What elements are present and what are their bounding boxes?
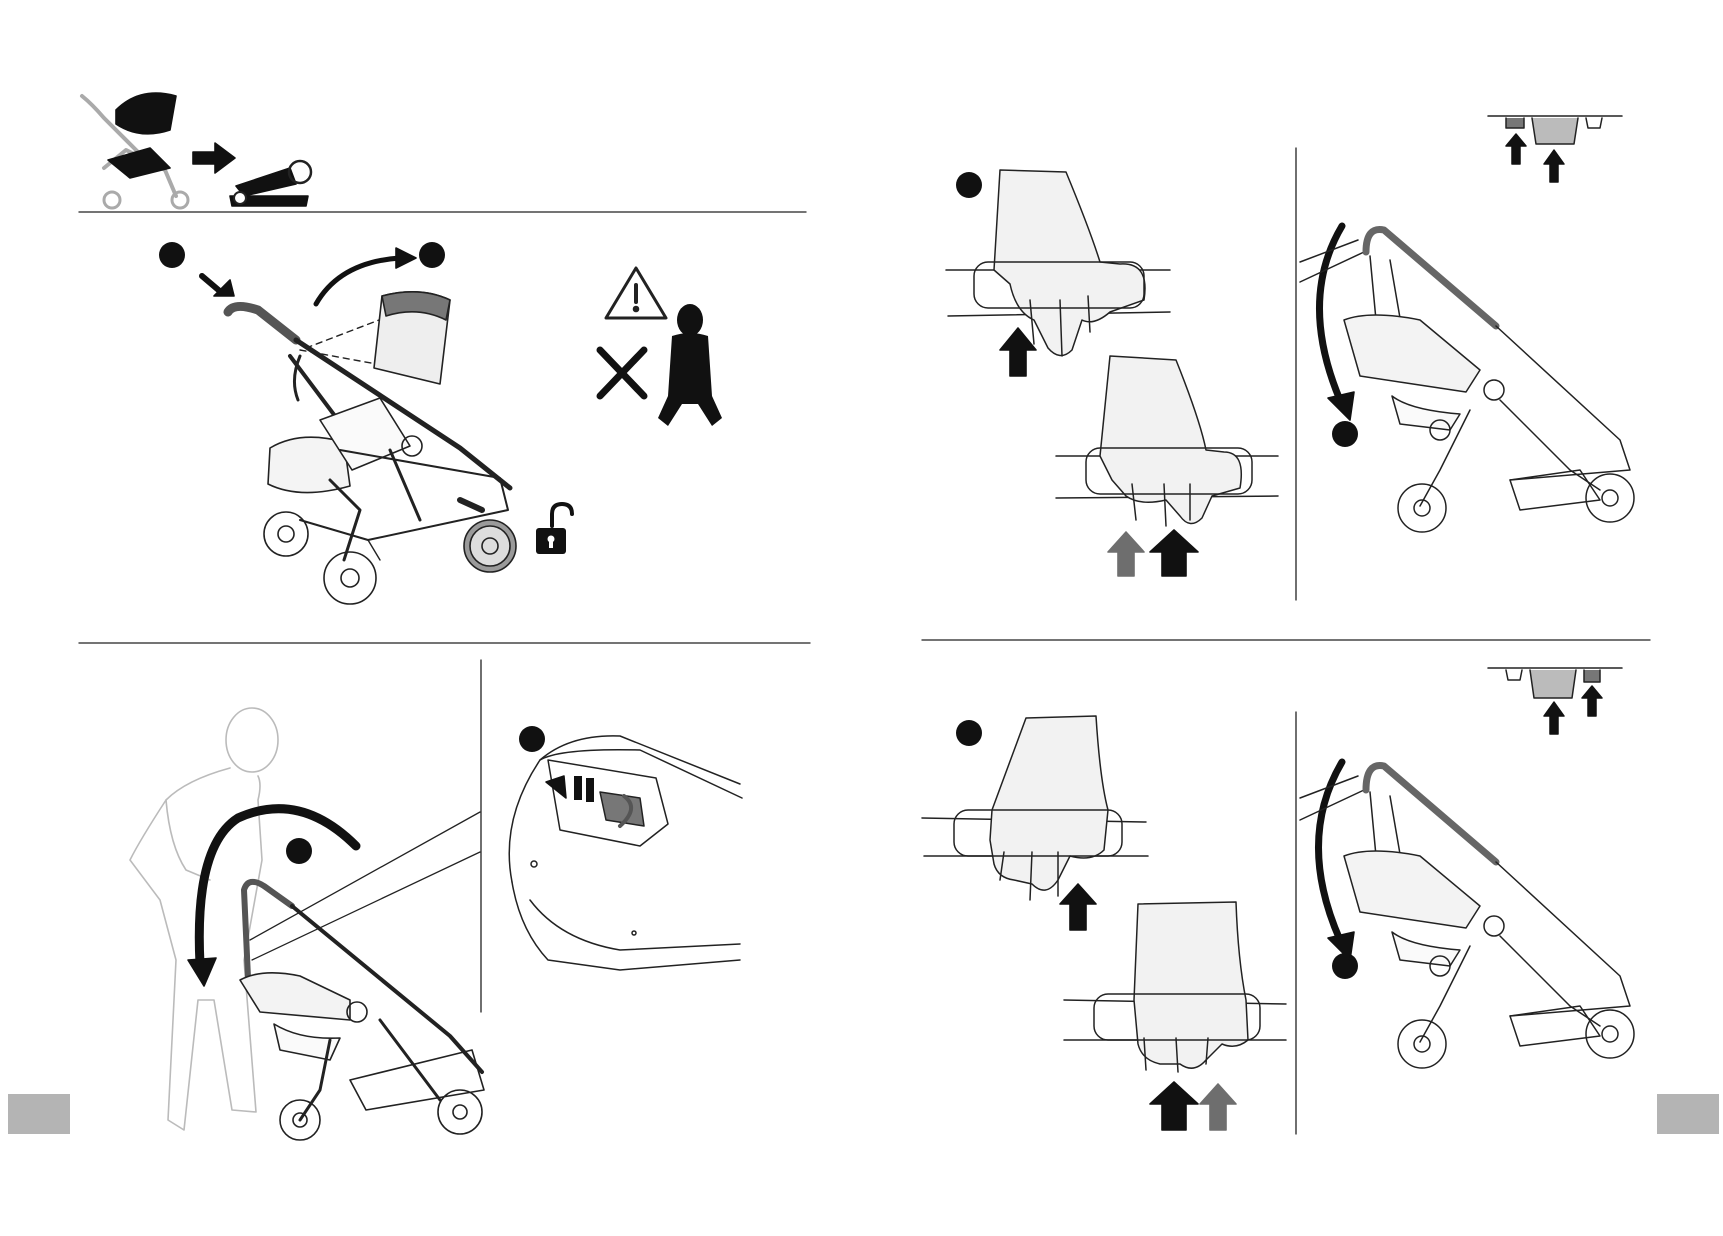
step-8-marker: [1332, 953, 1358, 979]
page-tab-right: [1657, 1094, 1719, 1134]
hand-grip-illustration-3: [922, 716, 1148, 900]
step-6-marker: [1332, 421, 1358, 447]
arrow-right-icon: [193, 143, 235, 173]
fold-arrow-icon: [1318, 762, 1342, 940]
up-arrow-dark-icon: [1000, 328, 1036, 376]
step-3-marker: [286, 838, 312, 864]
up-arrow-dark-icon: [1150, 1082, 1198, 1130]
step-1-marker: [159, 242, 185, 268]
stroller-illustration-folding-right-2: [1300, 766, 1634, 1069]
up-arrow-gray-icon: [1200, 1084, 1236, 1130]
hand-grip-illustration-2: [1056, 356, 1278, 526]
fold-arrow-icon: [1319, 226, 1342, 400]
up-arrow-dark-icon: [1150, 530, 1198, 576]
no-child-icon: [600, 304, 722, 426]
stroller-illustration-folding-right-1: [1300, 229, 1634, 532]
page-tab-left: [8, 1094, 70, 1134]
step-2-marker: [419, 242, 445, 268]
step-4-marker: [519, 726, 545, 752]
handle-closeup-illustration: [509, 736, 742, 970]
button-inset-illustration-1: [1488, 116, 1622, 182]
up-arrow-dark-icon: [1060, 884, 1096, 930]
hand-grip-illustration-1: [946, 170, 1170, 356]
step-5-marker: [956, 172, 982, 198]
unlock-icon: [536, 504, 572, 554]
hand-grip-illustration-4: [1064, 902, 1286, 1072]
stroller-icon: [82, 93, 188, 208]
step-7-marker: [956, 720, 982, 746]
up-arrow-gray-icon: [1108, 532, 1144, 576]
stroller-illustration-unfolded: [228, 292, 516, 604]
button-inset-illustration-2: [1488, 668, 1622, 734]
stroller-illustration-folding: [240, 812, 484, 1140]
warning-triangle-icon: [606, 268, 666, 318]
folded-stroller-icon: [230, 161, 311, 206]
